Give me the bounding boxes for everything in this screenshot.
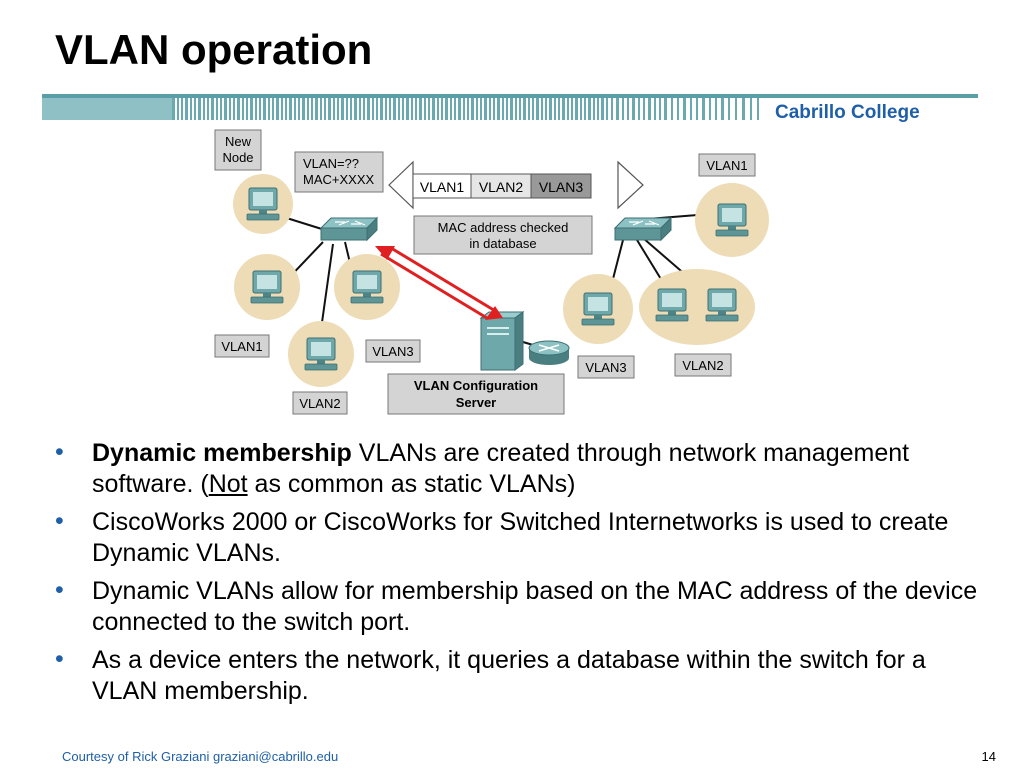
bullet-dot-icon: • [55,438,64,466]
vlan-label: VLAN1 [221,339,262,354]
bullet-dot-icon: • [55,576,64,604]
vlan-diagram: VLAN1 VLAN2 VLAN3 New Node VLAN=?? MAC+X… [205,122,775,422]
query-label: VLAN=?? [303,156,359,171]
pc-icon [304,337,338,371]
page-number: 14 [981,749,996,764]
trunk-vlan-label: VLAN2 [479,179,524,195]
bullet-dot-icon: • [55,645,64,673]
pc-icon [250,270,284,304]
vlan-trunk-arrow: VLAN1 VLAN2 VLAN3 [388,160,644,210]
pc-icon [655,288,689,322]
vlan-label: VLAN2 [682,358,723,373]
new-node-label: Node [222,150,253,165]
new-node-label: New [225,134,252,149]
query-label: MAC+XXXX [303,172,374,187]
slide-title: VLAN operation [55,26,373,73]
vlan-label: VLAN3 [585,360,626,375]
brand-logo-text: Cabrillo College [775,102,920,123]
server-label: Server [456,395,496,410]
bullet-text: as common as static VLANs) [247,470,576,498]
server-label: VLAN Configuration [414,378,538,393]
query-arrows [375,246,503,320]
pc-icon [581,292,615,326]
bullet-text: VLANs are created through network manage… [92,439,910,498]
mac-check-label: MAC address checked [438,220,569,235]
bullet-item: • As a device enters the network, it que… [55,645,995,707]
footer-credit: Courtesy of Rick Graziani graziani@cabri… [62,749,339,764]
vlan-label: VLAN1 [706,158,747,173]
trunk-vlan-label: VLAN1 [420,179,465,195]
pc-icon [350,270,384,304]
router-icon [528,340,570,365]
pc-icon [705,288,739,322]
bullet-item: • CiscoWorks 2000 or CiscoWorks for Swit… [55,507,995,569]
new-node-pc-icon [246,187,280,221]
bullet-list: • Dynamic membership VLANs are created t… [55,438,995,714]
node-halo [639,269,755,345]
bullet-dot-icon: • [55,507,64,535]
pc-icon [715,203,749,237]
bullet-item: • Dynamic membership VLANs are created t… [55,438,995,500]
vlan-label: VLAN3 [372,344,413,359]
mac-check-label: in database [469,236,536,251]
bullet-item: • Dynamic VLANs allow for membership bas… [55,576,995,638]
left-switch-icon [320,217,378,241]
header-band [42,94,978,120]
bullet-text: CiscoWorks 2000 or CiscoWorks for Switch… [92,508,949,567]
trunk-vlan-label: VLAN3 [539,179,584,195]
vlan-label: VLAN2 [299,396,340,411]
bullet-bold-term: Dynamic membership [92,439,352,467]
bullet-text: As a device enters the network, it queri… [92,646,926,705]
right-switch-icon [614,217,672,241]
config-server-icon [479,311,525,371]
bullet-underlined-word: Not [208,470,248,498]
bullet-text: Dynamic VLANs allow for membership based… [92,577,978,636]
